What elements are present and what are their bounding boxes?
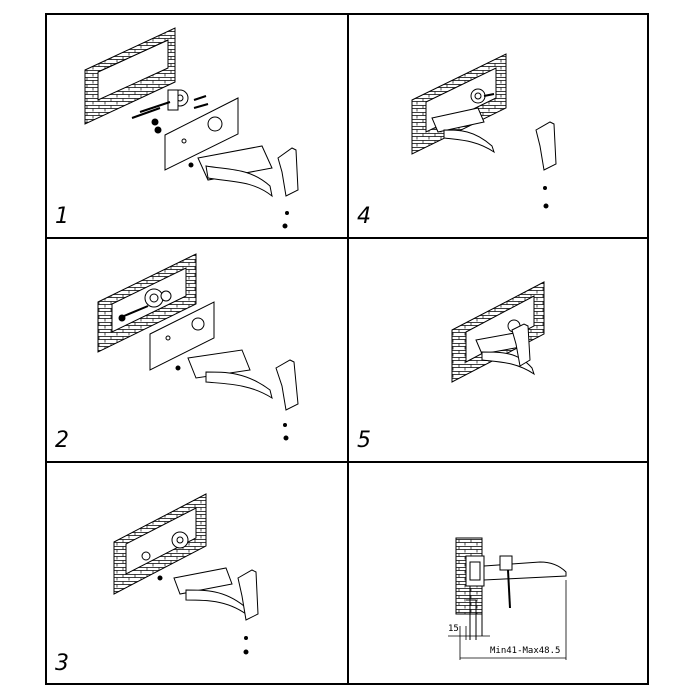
step-number-4: 4 [357,204,371,229]
panel-step-3 [113,493,259,655]
panel-step-1 [84,27,299,229]
lever-handle [507,319,531,367]
step-number-3: 3 [55,651,69,676]
step-number-5: 5 [357,428,371,453]
spout [475,331,535,376]
panel-step-4 [411,53,557,209]
spout-section [483,555,567,609]
panel-step-2 [97,253,299,441]
spout [431,107,495,154]
panel-step-5 [451,281,545,383]
valve-body [131,89,209,134]
spout [173,567,247,616]
lever-handle [277,147,299,229]
lever-handle [275,359,299,441]
wall-section [455,537,483,636]
dimension-lines [448,580,567,660]
brick-wall-cutout [84,27,176,125]
panel-cross-section [448,537,567,660]
dimension-depth-label: 15 [448,624,459,634]
step-number-2: 2 [55,428,69,453]
spout [197,145,273,198]
cover-plate [149,301,215,371]
lever-handle [535,121,557,209]
valve-body [470,88,495,104]
step-number-1: 1 [55,204,69,229]
valve-body [141,531,189,581]
cover-plate [164,97,239,171]
panel-grid [45,13,649,685]
valve-body [118,288,172,322]
lever-handle [237,569,259,655]
spout [187,349,273,400]
dimension-range-label: Min41-Max48.5 [490,646,561,656]
